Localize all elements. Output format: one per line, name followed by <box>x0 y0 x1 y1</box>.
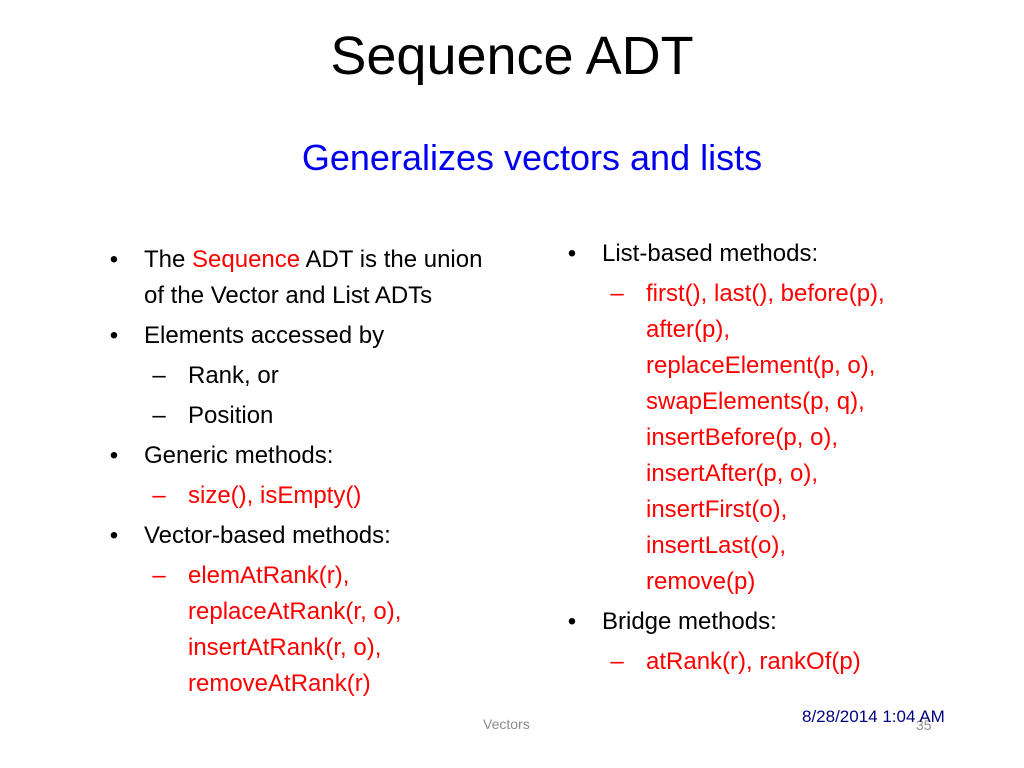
bullet-text: List-based methods: <box>602 240 819 267</box>
bullet-icon: • <box>109 442 119 469</box>
method-line: insertLast(o), <box>646 532 787 559</box>
footer-topic: Vectors <box>483 716 530 732</box>
method-line: after(p), <box>646 316 731 343</box>
dash-icon: – <box>152 482 166 509</box>
right-column: • List-based methods: – first(), last(),… <box>562 236 982 684</box>
sub-bullet-vector-list: – elemAtRank(r), replaceAtRank(r, o), in… <box>144 558 544 702</box>
method-line: insertAtRank(r, o), <box>188 634 382 661</box>
method-line: removeAtRank(r) <box>188 670 371 697</box>
sub-bullet-list-methods: – first(), last(), before(p), after(p), … <box>602 276 982 600</box>
method-line: insertFirst(o), <box>646 496 788 523</box>
bullet-generic-methods: • Generic methods: <box>104 438 544 474</box>
method-line: first(), last(), before(p), <box>646 280 885 307</box>
bullet-list-methods: • List-based methods: <box>562 236 982 272</box>
sub-bullet-text: Position <box>188 402 274 429</box>
sub-bullet-generic-list: – size(), isEmpty() <box>144 478 544 514</box>
bullet-bridge-methods: • Bridge methods: <box>562 604 982 640</box>
bullet-sequence-union: • The Sequence ADT is the union of the V… <box>104 242 544 314</box>
sub-bullet-position: – Position <box>144 398 544 434</box>
method-line: remove(p) <box>646 568 756 595</box>
footer-page-number: 35 <box>916 717 932 733</box>
method-line: replaceAtRank(r, o), <box>188 598 402 625</box>
bullet-text: Elements accessed by <box>144 322 385 349</box>
bullet-icon: • <box>567 608 577 635</box>
slide-subtitle: Generalizes vectors and lists <box>301 137 763 178</box>
text: The <box>144 246 193 273</box>
bullet-icon: • <box>109 522 119 549</box>
method-line: insertBefore(p, o), <box>646 424 839 451</box>
sub-bullet-text: atRank(r), rankOf(p) <box>646 648 861 675</box>
left-column: • The Sequence ADT is the union of the V… <box>104 242 544 706</box>
bullet-text: Generic methods: <box>144 442 334 469</box>
dash-icon: – <box>152 402 166 429</box>
dash-icon: – <box>610 648 624 675</box>
method-line: swapElements(p, q), <box>646 388 865 415</box>
dash-icon: – <box>610 280 624 307</box>
bullet-line: of the Vector and List ADTs <box>144 282 433 309</box>
method-line: insertAfter(p, o), <box>646 460 819 487</box>
sub-bullet-text: Rank, or <box>188 362 279 389</box>
bullet-text: Bridge methods: <box>602 608 777 635</box>
bullet-icon: • <box>109 246 119 273</box>
sub-bullet-text: size(), isEmpty() <box>188 482 362 509</box>
method-line: elemAtRank(r), <box>188 562 350 589</box>
slide-title: Sequence ADT <box>330 26 694 86</box>
highlight-text: Sequence <box>192 246 301 273</box>
dash-icon: – <box>152 362 166 389</box>
bullet-line: The Sequence ADT is the union <box>144 242 544 278</box>
bullet-icon: • <box>109 322 119 349</box>
text: ADT is the union <box>300 246 483 273</box>
bullet-elements-accessed: • Elements accessed by <box>104 318 544 354</box>
bullet-icon: • <box>567 240 577 267</box>
method-line: replaceElement(p, o), <box>646 352 876 379</box>
footer-date: 8/28/2014 1:04 AM <box>802 707 945 726</box>
sub-bullet-rank: – Rank, or <box>144 358 544 394</box>
dash-icon: – <box>152 562 166 589</box>
bullet-vector-methods: • Vector-based methods: <box>104 518 544 554</box>
sub-bullet-bridge-methods: – atRank(r), rankOf(p) <box>602 644 982 680</box>
bullet-text: Vector-based methods: <box>144 522 391 549</box>
